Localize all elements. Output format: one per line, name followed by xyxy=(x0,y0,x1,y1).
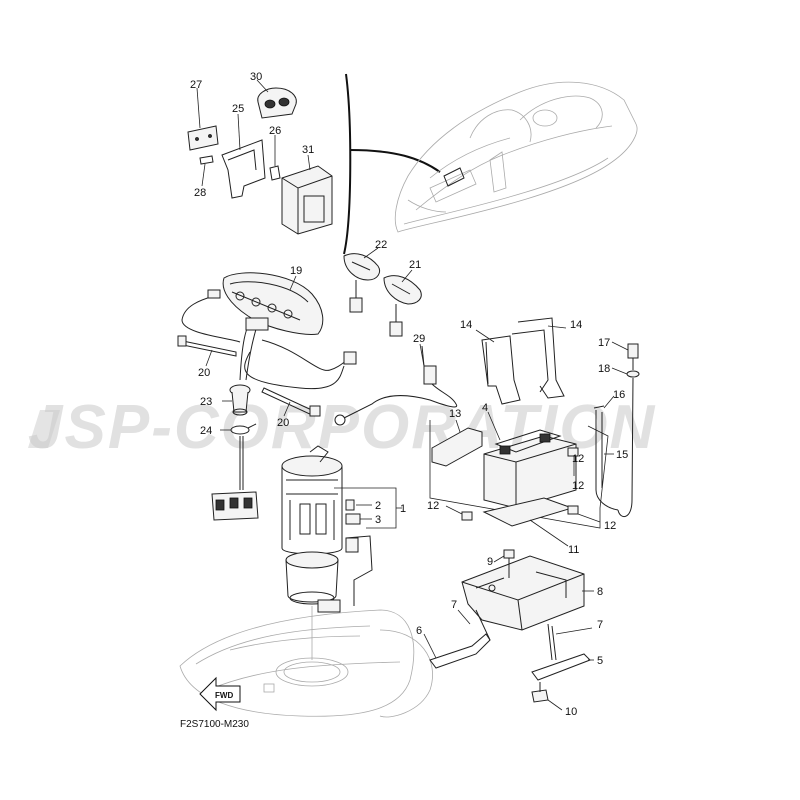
pad-12c xyxy=(567,505,579,515)
callout-22: 22 xyxy=(375,239,387,251)
cable-tie-upper xyxy=(177,335,237,367)
callout-13: 13 xyxy=(449,408,461,420)
callout-21: 21 xyxy=(409,259,421,271)
temp-sensor xyxy=(611,341,640,518)
callout-20b: 20 xyxy=(277,417,289,429)
callout-7b: 7 xyxy=(597,619,603,631)
callout-31: 31 xyxy=(302,144,314,156)
fwd-arrow-icon: FWD xyxy=(199,676,241,712)
callout-14a: 14 xyxy=(460,319,472,331)
callout-25: 25 xyxy=(232,103,244,115)
group-bracket xyxy=(343,73,352,255)
callout-30: 30 xyxy=(250,71,262,83)
callout-12a: 12 xyxy=(427,500,439,512)
cable-tie-lower xyxy=(261,387,321,417)
callout-3: 3 xyxy=(375,514,381,526)
fuel-pump-assembly xyxy=(281,445,402,613)
callout-9: 9 xyxy=(487,556,493,568)
bolt-9 xyxy=(493,549,515,578)
vent-hose xyxy=(593,395,619,511)
callout-12c: 12 xyxy=(572,453,584,465)
callout-18: 18 xyxy=(598,363,610,375)
sensor-cable xyxy=(334,343,458,426)
pad-12b xyxy=(567,447,579,457)
remote-bracket-assembly xyxy=(187,79,333,235)
callout-23: 23 xyxy=(200,396,212,408)
battery-bands xyxy=(475,317,567,405)
battery-4 xyxy=(483,411,577,509)
callout-29: 29 xyxy=(413,333,425,345)
callout-1: 1 xyxy=(400,503,406,515)
callout-10: 10 xyxy=(565,706,577,718)
callout-20a: 20 xyxy=(198,367,210,379)
callout-19: 19 xyxy=(290,265,302,277)
callout-6: 6 xyxy=(416,625,422,637)
callout-7a: 7 xyxy=(451,599,457,611)
battery-box-8 xyxy=(461,555,594,631)
switch-21 xyxy=(383,269,422,337)
fwd-label: FWD xyxy=(215,691,233,700)
grommet-clamp xyxy=(211,384,259,521)
callout-27: 27 xyxy=(190,79,202,91)
meter-assembly xyxy=(181,272,357,390)
callout-16: 16 xyxy=(613,389,625,401)
callout-11: 11 xyxy=(568,544,579,556)
switch-22 xyxy=(343,247,381,313)
watercraft-outline xyxy=(394,81,638,233)
callout-28: 28 xyxy=(194,187,206,199)
callout-15: 15 xyxy=(616,449,628,461)
callout-26: 26 xyxy=(269,125,281,137)
callout-14b: 14 xyxy=(570,319,582,331)
callout-labels: 1 2 3 4 5 6 7 7 8 9 10 11 12 12 12 12 13… xyxy=(190,71,628,718)
stay-5 xyxy=(531,623,594,711)
battery-holder-13 xyxy=(431,419,483,467)
callout-12d: 12 xyxy=(604,520,616,532)
callout-17: 17 xyxy=(598,337,610,349)
callout-5: 5 xyxy=(597,655,603,667)
stay-6 xyxy=(423,609,491,669)
callout-24: 24 xyxy=(200,425,212,437)
callout-4: 4 xyxy=(482,402,488,414)
location-pointer xyxy=(349,149,441,173)
watermark-logo xyxy=(28,410,60,448)
callout-12b: 12 xyxy=(572,480,584,492)
callout-8: 8 xyxy=(597,586,603,598)
group-4-bracket xyxy=(429,420,609,529)
diagram-code: F2S7100-M230 xyxy=(180,719,249,730)
callout-2: 2 xyxy=(375,500,381,512)
pad-12a xyxy=(461,511,473,521)
hull-section xyxy=(179,606,433,718)
